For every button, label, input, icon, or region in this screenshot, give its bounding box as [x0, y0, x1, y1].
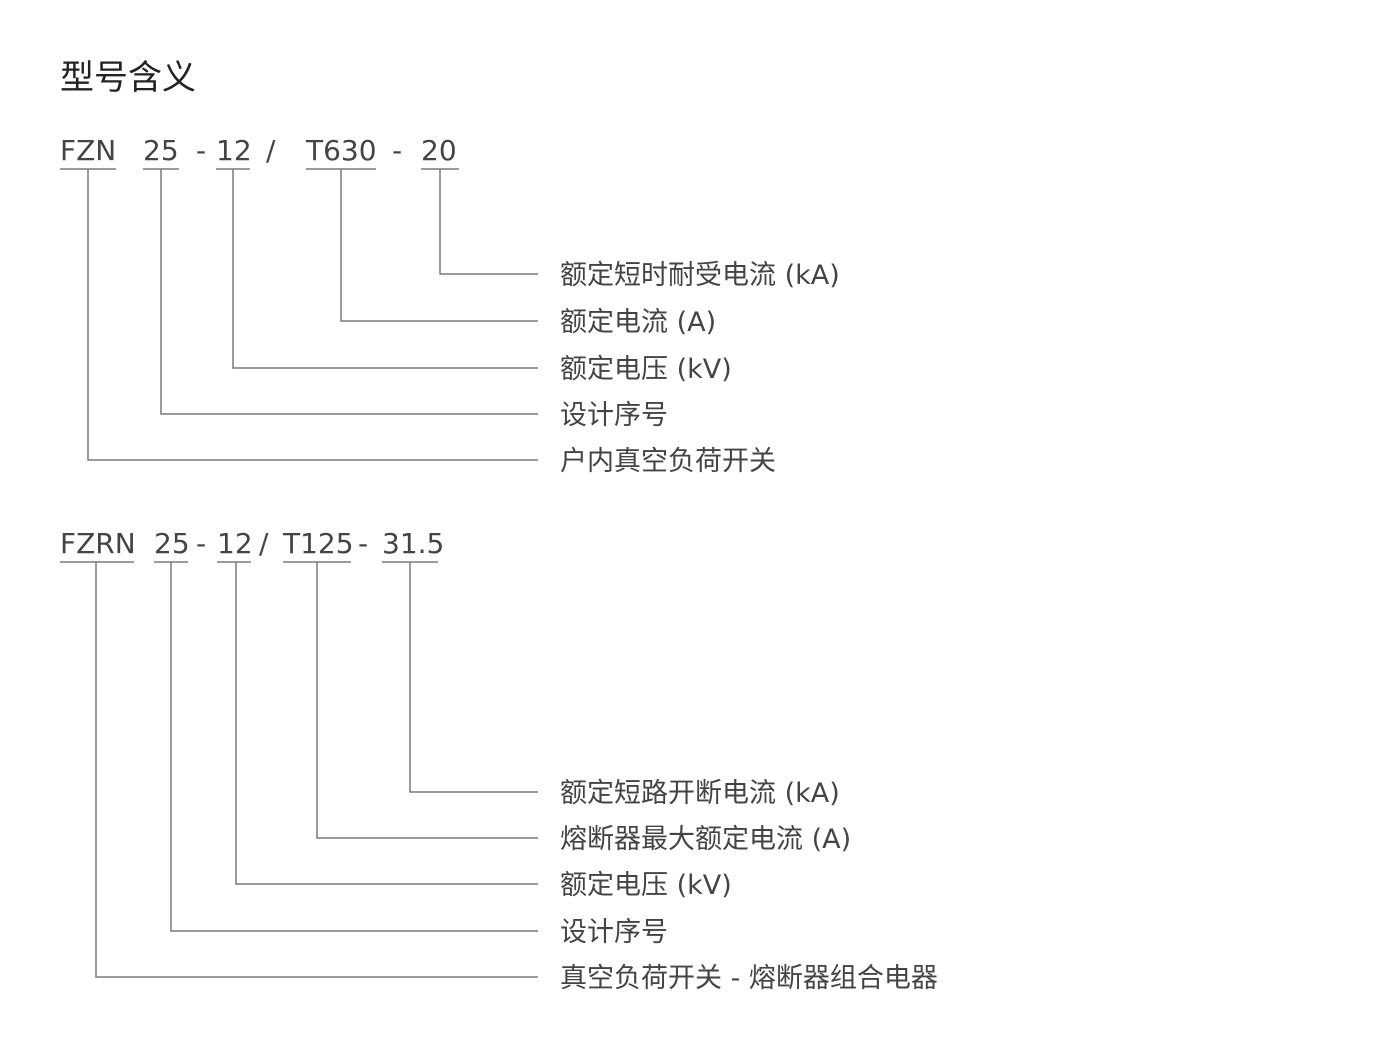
meaning-label-t630: 额定电流 (A)	[560, 307, 716, 338]
code-part-25: 25	[143, 134, 179, 167]
code-part-fzn: FZN	[60, 134, 116, 167]
meaning-label-fzrn: 真空负荷开关 - 熔断器组合电器	[560, 963, 938, 994]
code-part-sep1: -	[196, 527, 206, 560]
meaning-label-12: 额定电压 (kV)	[560, 870, 732, 901]
meaning-label-25: 设计序号	[560, 400, 668, 431]
code-part-fzrn: FZRN	[60, 527, 136, 560]
code-part-sep2: -	[392, 134, 402, 167]
meaning-label-20: 额定短时耐受电流 (kA)	[560, 260, 840, 291]
connector-12	[235, 562, 538, 885]
connector-20	[439, 169, 538, 275]
code-part-slash: /	[266, 134, 276, 167]
code-part-31-5: 31.5	[382, 527, 444, 560]
connector-25	[170, 562, 538, 932]
code-part-25: 25	[154, 527, 190, 560]
code-part-12: 12	[217, 527, 253, 560]
code-part-t125: T125	[282, 527, 354, 560]
meaning-label-t125: 熔断器最大额定电流 (A)	[560, 824, 851, 855]
connector-31-5	[409, 562, 538, 793]
code-part-t630: T630	[305, 134, 377, 167]
connector-t630	[340, 169, 538, 322]
meaning-label-25: 设计序号	[560, 917, 668, 948]
connector-12	[232, 169, 538, 369]
code-part-sep1: -	[196, 134, 206, 167]
code-part-12: 12	[216, 134, 252, 167]
meaning-label-12: 额定电压 (kV)	[560, 354, 732, 385]
page-title: 型号含义	[60, 58, 196, 98]
connector-fzrn	[95, 562, 538, 978]
connector-25	[160, 169, 538, 415]
code-part-20: 20	[421, 134, 457, 167]
connector-fzn	[87, 169, 538, 461]
connector-t125	[316, 562, 538, 839]
code-part-sep2: -	[358, 527, 368, 560]
meaning-label-fzn: 户内真空负荷开关	[560, 446, 776, 477]
meaning-label-31-5: 额定短路开断电流 (kA)	[560, 778, 840, 809]
code-part-slash: /	[259, 527, 269, 560]
